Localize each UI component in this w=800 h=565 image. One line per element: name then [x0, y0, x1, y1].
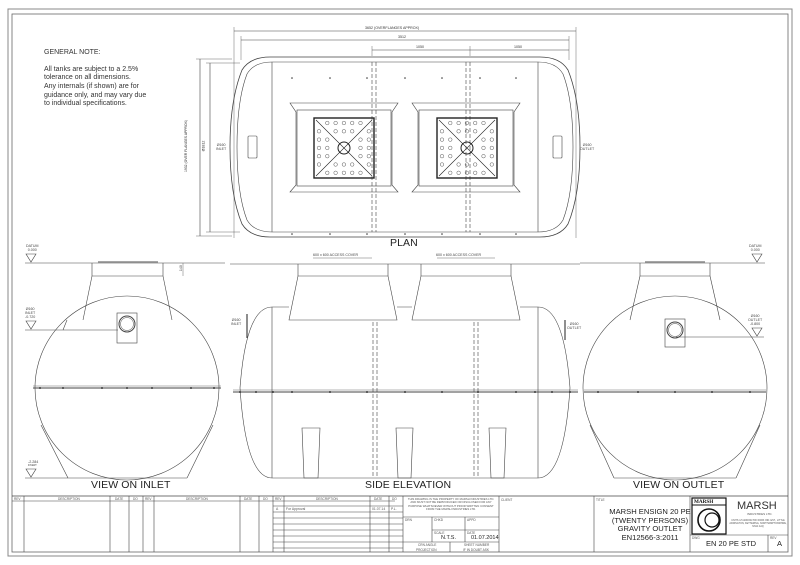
rev-header-2: REV [145, 497, 152, 501]
date-header-2: DATE [244, 497, 253, 501]
description-header-3: DESCRIPTION [316, 497, 338, 501]
outlet-level-label: Ø160 OUTLET -0.800 [748, 314, 763, 327]
title-line-3: GRAVITY OUTLET [617, 524, 683, 534]
do-header-3: DO [392, 497, 397, 501]
row-date: 01.07.14 [372, 507, 386, 511]
dwg-number: EN 20 PE STD [706, 539, 757, 548]
description-header-2: DESCRIPTION [186, 497, 208, 501]
access-cover-2-label: 600 x 600 ACCESS COVER [436, 253, 482, 257]
plan-dim-section-2: 1050 [514, 45, 522, 49]
access-cover-right [436, 117, 498, 179]
general-note-body: All tanks are subject to a 2.5% toleranc… [44, 65, 147, 108]
plan-dim-section-1: 1050 [416, 45, 424, 49]
plan-dim-length: 3512 [398, 35, 406, 39]
title-line-1: MARSH ENSIGN 20 PE [609, 507, 691, 516]
rev-header: REV [14, 497, 21, 501]
row-description: For Approval [286, 507, 306, 511]
plan-view-label: PLAN [390, 237, 418, 249]
date-label: DATE [467, 531, 476, 535]
title-line-2: (TWENTY PERSONS) [611, 515, 689, 525]
inlet-datum-label: DATUM 0.000 [26, 244, 39, 253]
date-header: DATE [115, 497, 124, 501]
sheet-value: IF IN DOUBT ASK [463, 548, 489, 552]
view-on-inlet [25, 253, 225, 481]
projection-label: CRN ANGLE [418, 543, 437, 547]
company-address: UNITS 4-5 ADDINGTON PARK IND. EST., LITT… [729, 519, 787, 528]
scale-value: N.T.S. [441, 535, 456, 541]
title-block-lines [12, 495, 788, 552]
plan-inlet-label: Ø160 INLET [216, 143, 227, 152]
company-sub: INDUSTRIES LTD. [747, 512, 773, 516]
plan-view [196, 27, 581, 238]
appd-label: APPD [467, 518, 476, 522]
client-label: CLIENT [501, 498, 513, 502]
row-by: P.L. [391, 507, 397, 511]
general-note: GENERAL NOTE: All tanks are subject to a… [44, 40, 146, 117]
dwg-label: DWG [692, 536, 700, 540]
date-header-3: DATE [374, 497, 383, 501]
drn-label: DRN [405, 518, 412, 522]
inlet-level-label: Ø160 INLET -0.720 [25, 307, 36, 320]
sheet-label: SHEET NUMBER [464, 543, 490, 547]
plan-dim-diameter: Ø1812 [201, 140, 206, 152]
access-cover-left [313, 117, 375, 179]
rev-label: REV [770, 536, 777, 540]
plan-outlet-label: Ø160 OUTLET [580, 143, 595, 152]
side-outlet-label: Ø160 OUTLET [567, 322, 582, 331]
access-cover-1-label: 600 x 600 ACCESS COVER [313, 253, 359, 257]
do-header-2: DO [263, 497, 268, 501]
plan-dim-height-overall: 1932 (OVER FLANGES APPROX) [184, 119, 189, 173]
inlet-neck-dim: 140 [178, 265, 183, 272]
rev-value: A [777, 539, 783, 548]
inlet-base-level: -2.284 [28, 460, 39, 464]
copyright-notice: THIS DRAWING IS THE PROPERTY OF MARSH IN… [407, 497, 495, 512]
date-value: 01.07.2014 [471, 535, 499, 541]
view-on-outlet-label: VIEW ON OUTLET [633, 479, 725, 491]
company-logo: MARSH [694, 499, 714, 505]
scale-label: SCALE [434, 531, 445, 535]
rev-header-3: REV [275, 497, 282, 501]
do-header: DO [133, 497, 138, 501]
company-name: MARSH [737, 500, 777, 512]
plan-dim-overall: 3652 (OVERFLANGES APPROX) [365, 26, 420, 30]
drawing-title: MARSH ENSIGN 20 PE (TWENTY PERSONS) GRAV… [600, 507, 700, 542]
side-inlet-label: Ø160 INLET [231, 318, 242, 327]
title-line-4: EN12566-3:2011 [621, 532, 679, 542]
projection-value: PROJECTION [416, 548, 437, 552]
side-elevation [230, 257, 580, 479]
view-on-outlet [580, 253, 768, 481]
side-elevation-label: SIDE ELEVATION [365, 479, 452, 491]
title-label: TITLE [596, 498, 605, 502]
general-note-heading: GENERAL NOTE: [44, 48, 101, 56]
row-rev: A [276, 507, 279, 511]
description-header: DESCRIPTION [58, 497, 80, 501]
chkd-label: CHKD [434, 518, 444, 522]
rib-markers [39, 77, 751, 393]
view-on-inlet-label: VIEW ON INLET [91, 479, 171, 491]
inlet-base-level-sub: INVERT [28, 464, 37, 467]
outlet-datum-label: DATUM 0.000 [749, 244, 762, 253]
